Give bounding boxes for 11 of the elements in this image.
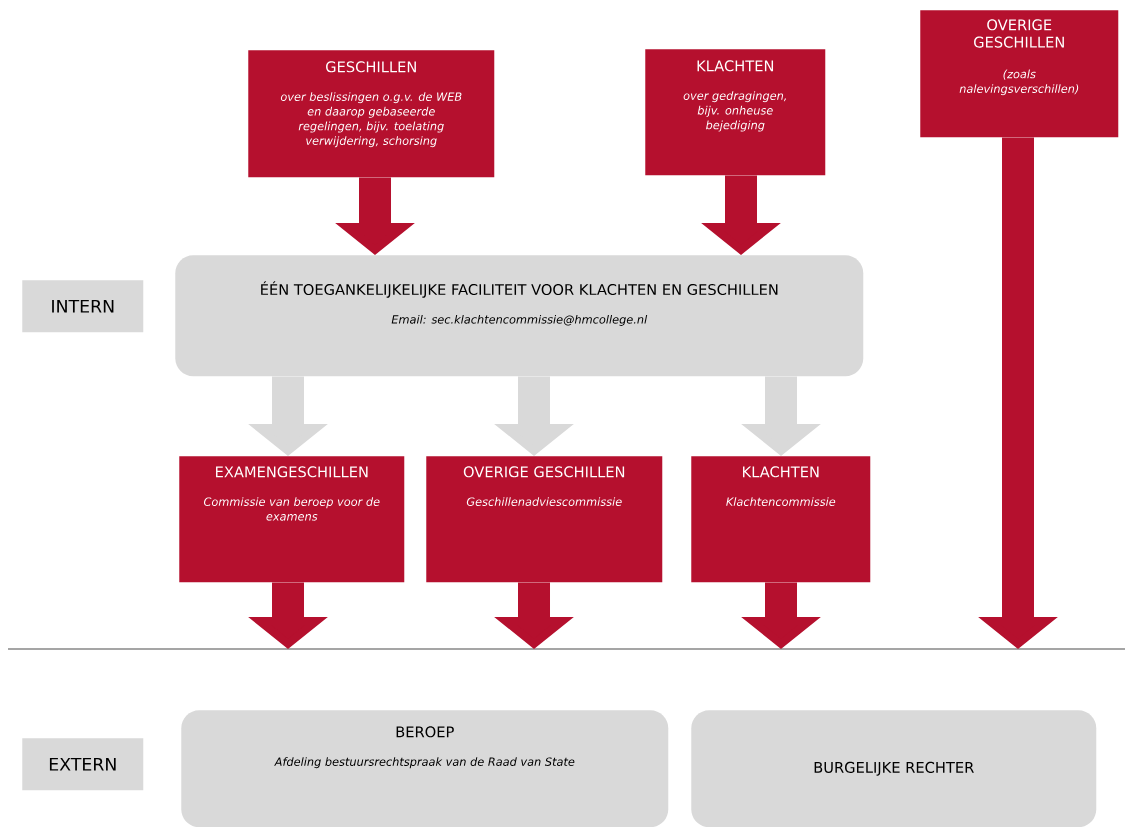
facility-box: ÉÉN TOEGANKELIJKELIJKE FACILITEIT VOOR KLACHTEN EN GESCHILLEN Email: sec.klachtencommissie@hmcollege.nl	[175, 255, 864, 377]
dispute-box: OVERIGE GESCHILLEN (zoals nalevingsverschillen)	[920, 10, 1119, 138]
court-box: BEROEP Afdeling bestuursrechtspraak van de Raad van State	[181, 710, 669, 827]
committee-box: OVERIGE GESCHILLEN Geschillenadviescommissie	[426, 456, 663, 583]
dispute-box: GESCHILLEN over beslissingen o.g.v. de WEB en daarop gebaseerde regelingen, bijv. toelating verwijdering, schorsing	[248, 50, 495, 178]
committee-box: KLACHTEN Klachtencommissie	[691, 456, 871, 583]
complaint-box: KLACHTEN over gedragingen, bijv. onheuse bejediging	[645, 49, 826, 176]
court-box: BURGELIJKE RECHTER	[691, 710, 1097, 827]
zone-label: INTERN	[22, 280, 144, 333]
zone-label: EXTERN	[22, 738, 144, 791]
committee-box: EXAMENGESCHILLEN Commissie van beroep voor de examens	[179, 456, 405, 583]
